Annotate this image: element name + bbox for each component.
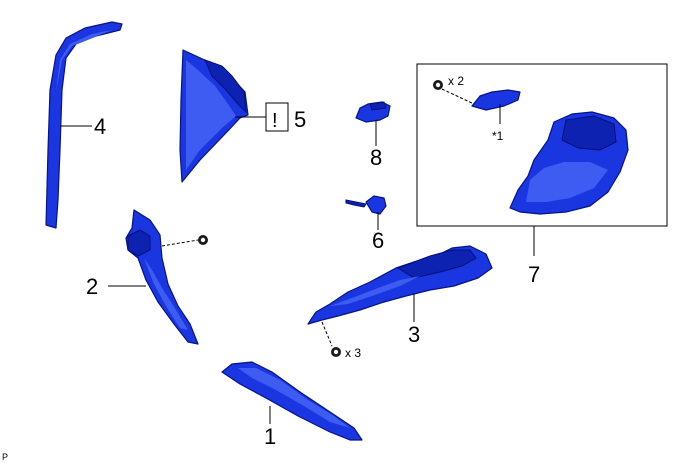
dash-2-clip (161, 239, 199, 247)
part-6-hook (345, 195, 387, 215)
qty-screw-3: x 3 (345, 346, 361, 360)
part-7-group-box (416, 63, 668, 227)
part-8-bracket (355, 101, 391, 123)
screw-3 (331, 347, 341, 357)
part-7-quarter-panel (509, 111, 629, 215)
callout-5: 5 (294, 107, 306, 132)
dash-7-clip (441, 88, 475, 105)
warning-mark: ! (272, 110, 278, 132)
callout-1: 1 (264, 424, 276, 449)
part-7-small-bracket (471, 89, 521, 111)
callout-4: 4 (94, 114, 106, 139)
part-4-pillar-garnish (45, 21, 123, 229)
callout-8: 8 (370, 145, 382, 170)
part-3-scuff-plate (307, 245, 493, 325)
subref-7: *1 (492, 129, 504, 143)
part-5-quarter-trim (179, 49, 249, 183)
part-1-scuff-strip (221, 361, 363, 441)
callout-7: 7 (528, 262, 540, 287)
clip-2 (198, 235, 208, 245)
dash-3-screw (321, 321, 333, 347)
callout-2: 2 (86, 274, 98, 299)
qty-clip-7: x 2 (448, 74, 464, 88)
part-2-lower-trim (125, 209, 199, 345)
corner-code: P (2, 452, 8, 462)
clip-7 (433, 80, 443, 90)
warning-box (265, 102, 289, 132)
callout-6: 6 (372, 228, 384, 253)
callout-3: 3 (408, 322, 420, 347)
